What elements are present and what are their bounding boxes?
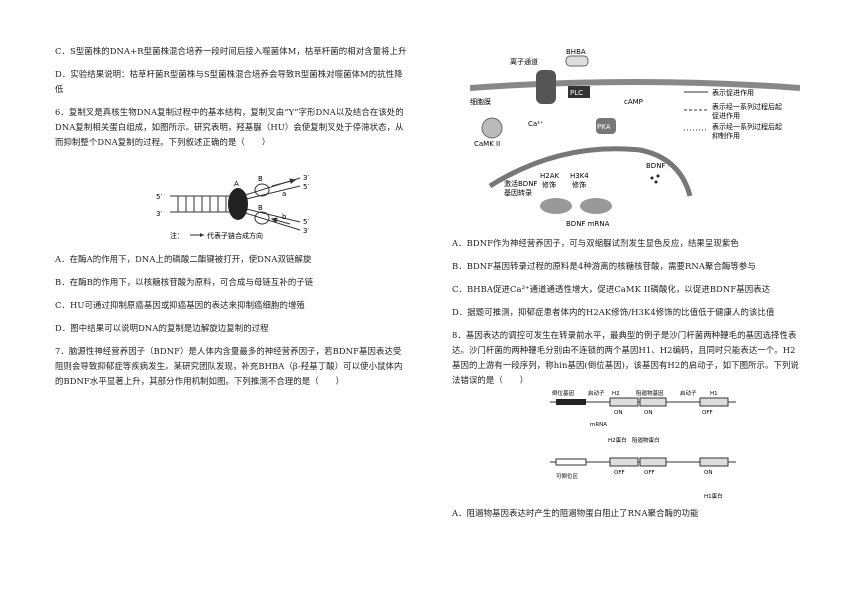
right-column: A．BDNF作为神经营养因子，可与双缩脲试剂发生显色反应，结果呈现紫色 B．BD… [452,236,804,521]
hin-gene-diagram: 倒位基因 启动子 H2 阻遏物基因 启动子 H1 ON ON OFF mRNA … [550,389,736,500]
note-prefix: 注： [170,231,184,240]
q6-option-c: C．HU可通过抑制原癌基因或抑癌基因的表达来抑制癌细胞的增殖 [55,300,305,310]
membrane-label: 细胞膜 [470,97,491,106]
label-5-right-top: 5′ [303,183,309,191]
label-5-left: 5′ [156,193,162,201]
ca-label: Ca²⁺ [528,120,544,128]
off-label-1: OFF [702,410,713,416]
label-a: A [234,180,239,188]
left-column: C．S型菌株的DNA+R型菌株混合培养一段时间后接入噬菌体M，枯草杆菌的相对含量… [55,44,407,389]
h3k4-mod-label: 修饰 [572,180,586,189]
on-label-1: ON [614,410,622,416]
h2-protein-label: H2蛋白 [608,436,627,444]
h2ak-label: H2AK [540,172,560,180]
q7-option-c: C．BHBA促进Ca²⁺通道通透性增大，促进CaMK II磷酸化，以促进BDNF… [452,284,771,294]
question-8-stem: 8．基因表达的调控可发生在转录前水平，最典型的例子是沙门杆菌两种鞭毛的基因选择性… [452,330,799,385]
label-b-bottom: B [258,204,263,212]
legend-series-promote-1: 表示经一系列过程后起 [712,102,782,111]
q7-option-b: B．BDNF基因转录过程的原料是4种游离的核糖核苷酸，需要RNA聚合酶等参与 [452,261,756,271]
q6-option-d: D．图中结果可以说明DNA的复制是边解旋边复制的过程 [55,323,269,333]
q6-option-b: B．在酶B的作用下，以核糖核苷酸为原料，可合成与母链互补的子链 [55,277,314,287]
bdnf-mrna-label: BDNF mRNA [566,220,610,228]
pka-label: PKA [597,123,611,131]
on-label-3: ON [704,470,712,476]
question-7-stem: 7．脑源性神经营养因子（BDNF）是人体内含量最多的神经营养因子，若BDNF基因… [55,346,403,386]
note-text: 代表子链合成方向 [207,231,263,240]
repressor-protein-label: 阻遏物蛋白 [632,436,660,444]
off-label-3: OFF [644,470,655,476]
inv-site-label: 可倒位区 [556,472,579,480]
camp-label: cAMP [624,98,643,106]
h1-label: H1 [710,391,718,397]
question-6-stem: 6．复制叉是真核生物DNA复制过程中的基本结构，复制叉由“Y”字形DNA以及结合… [55,107,404,147]
h2ak-mod-label: 修饰 [542,180,556,189]
q7-option-d: D．据题可推测，抑郁症患者体内的H2AK修饰/H3K4修饰的比值低于健康人的该比… [452,307,775,317]
off-label-2: OFF [614,470,625,476]
enzyme-a [228,188,248,220]
h1-protein-label: H1蛋白 [704,492,723,500]
inv-gene-label: 倒位基因 [552,389,575,397]
label-b-top: B [258,175,263,183]
activate-label-2: 基因转录 [504,188,532,197]
label-b-small: b [282,213,287,221]
q8-option-a: A．阻遏物基因表达时产生的阻遏物蛋白阻止了RNA聚合酶的功能 [452,508,699,518]
replication-fork-diagram: A B B a b 5′ 3′ 3′ 5′ 5′ 3′ 注： 代表子链合成方向 [156,174,309,240]
label-a-small: a [282,190,286,198]
bhba-label: BHBA [566,48,586,56]
pka-enzyme [596,118,616,134]
activate-label-1: 激活BDNF [504,179,537,188]
label-3-right-top: 3′ [303,174,309,182]
camk-label: CaMK II [474,140,500,148]
label-3-left: 3′ [156,210,162,218]
promoter-label: 启动子 [588,389,605,397]
mrna-label: mRNA [590,422,607,428]
promoter2-label: 启动子 [680,389,697,397]
label-5-right-bottom: 5′ [303,218,309,226]
ion-channel-label: 离子通道 [510,57,538,66]
h2-label: H2 [612,391,620,397]
bdnf-label: BDNF [646,162,665,170]
q7-option-a: A．BDNF作为神经营养因子，可与双缩脲试剂发生显色反应，结果呈现紫色 [452,238,739,248]
option-c: C．S型菌株的DNA+R型菌株混合培养一段时间后接入噬菌体M，枯草杆菌的相对含量… [55,46,407,56]
h3k4-label: H3K4 [570,172,589,180]
repressor-label: 阻遏物基因 [636,389,664,397]
legend-series-promote-2: 促进作用 [712,111,740,120]
legend-series-inhibit-1: 表示经一系列过程后起 [712,122,782,131]
on-label-2: ON [644,410,652,416]
legend-series-inhibit-2: 抑制作用 [712,131,740,140]
plc-label: PLC [570,89,583,97]
label-3-right-bottom: 3′ [303,227,309,235]
q6-option-a: A．在酶A的作用下，DNA上的磷酸二酯键被打开，使DNA双链解旋 [55,254,312,264]
legend-promote: 表示促进作用 [712,88,754,97]
bdnf-mechanism-diagram: PLC BHBA 离子通道 细胞膜 cAMP Ca²⁺ CaMK II PKA … [470,46,800,228]
ion-channel [536,70,556,104]
option-d: D．实验结果说明：枯草杆菌R型菌株与S型菌株混合培养会导致R型菌株对噬菌体M的抗… [55,69,403,94]
plc-enzyme [568,86,590,98]
